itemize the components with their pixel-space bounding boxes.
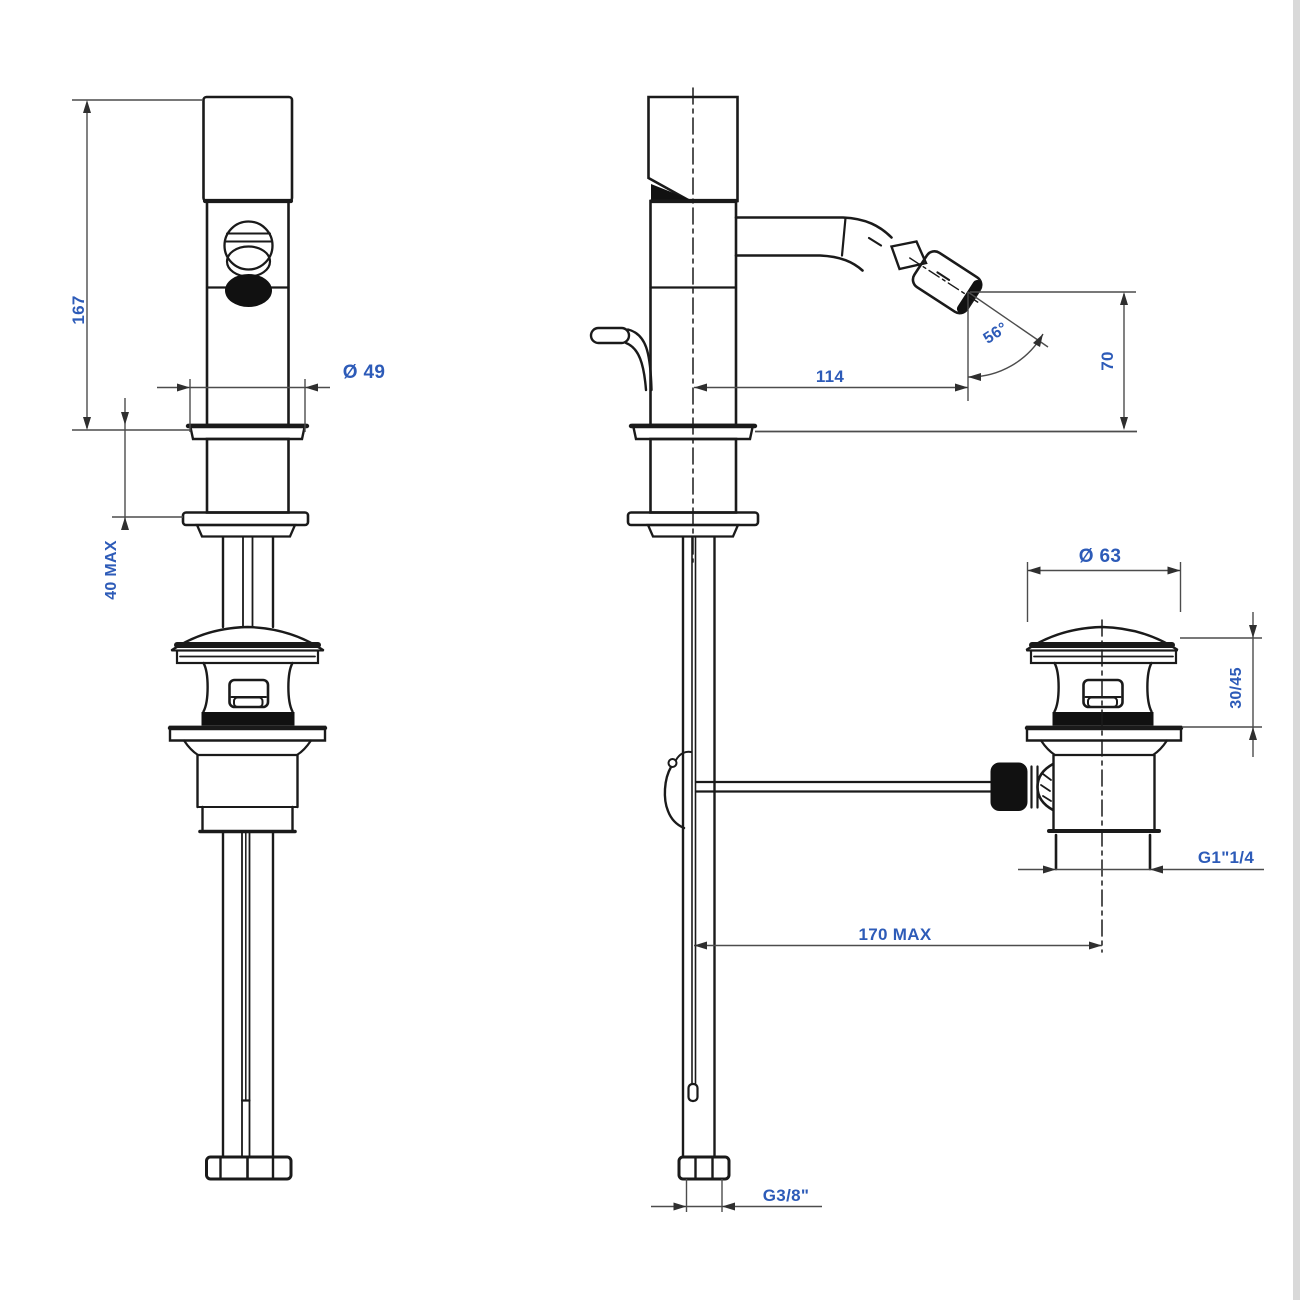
supply-nut-side [677,1155,731,1181]
page-edge-strip [1293,0,1300,1300]
dimension-arrows [83,100,1257,1211]
popup-rod-lever [589,326,653,392]
side-view-faucet [589,87,993,1181]
aerator-tip [909,250,983,315]
dim-label-spout-reach: 114 [815,367,845,386]
handle-knob-front [223,220,274,307]
supply-pipe-side [681,535,716,1159]
rod-clamp [663,750,692,830]
front-view-faucet [181,95,310,1181]
dim-label-spout-height: 70 [1098,351,1117,371]
dim-label-counter-thickness: 40 MAX [103,540,120,600]
dimension-lines [72,99,1264,1212]
dim-label-waste-height-range: 30/45 [1228,667,1245,709]
spout [734,216,983,315]
dim-label-supply-thread: G3/8" [762,1186,810,1205]
linkage-bar [694,780,993,793]
dim-label-waste-thread: G1"1/4 [1197,848,1255,867]
supply-pipes-front [221,535,275,1159]
dim-label-base-diameter: Ø 49 [342,362,386,383]
front-view-waste [167,625,328,834]
dim-label-total-height: 167 [69,295,88,325]
rod-adjust-knob [990,762,1055,812]
hose-nuts-front [205,1155,293,1181]
side-view-waste [990,619,1184,953]
dim-label-rod-projection: 170 MAX [858,925,932,944]
dim-label-waste-cap-diameter: Ø 63 [1078,546,1122,567]
